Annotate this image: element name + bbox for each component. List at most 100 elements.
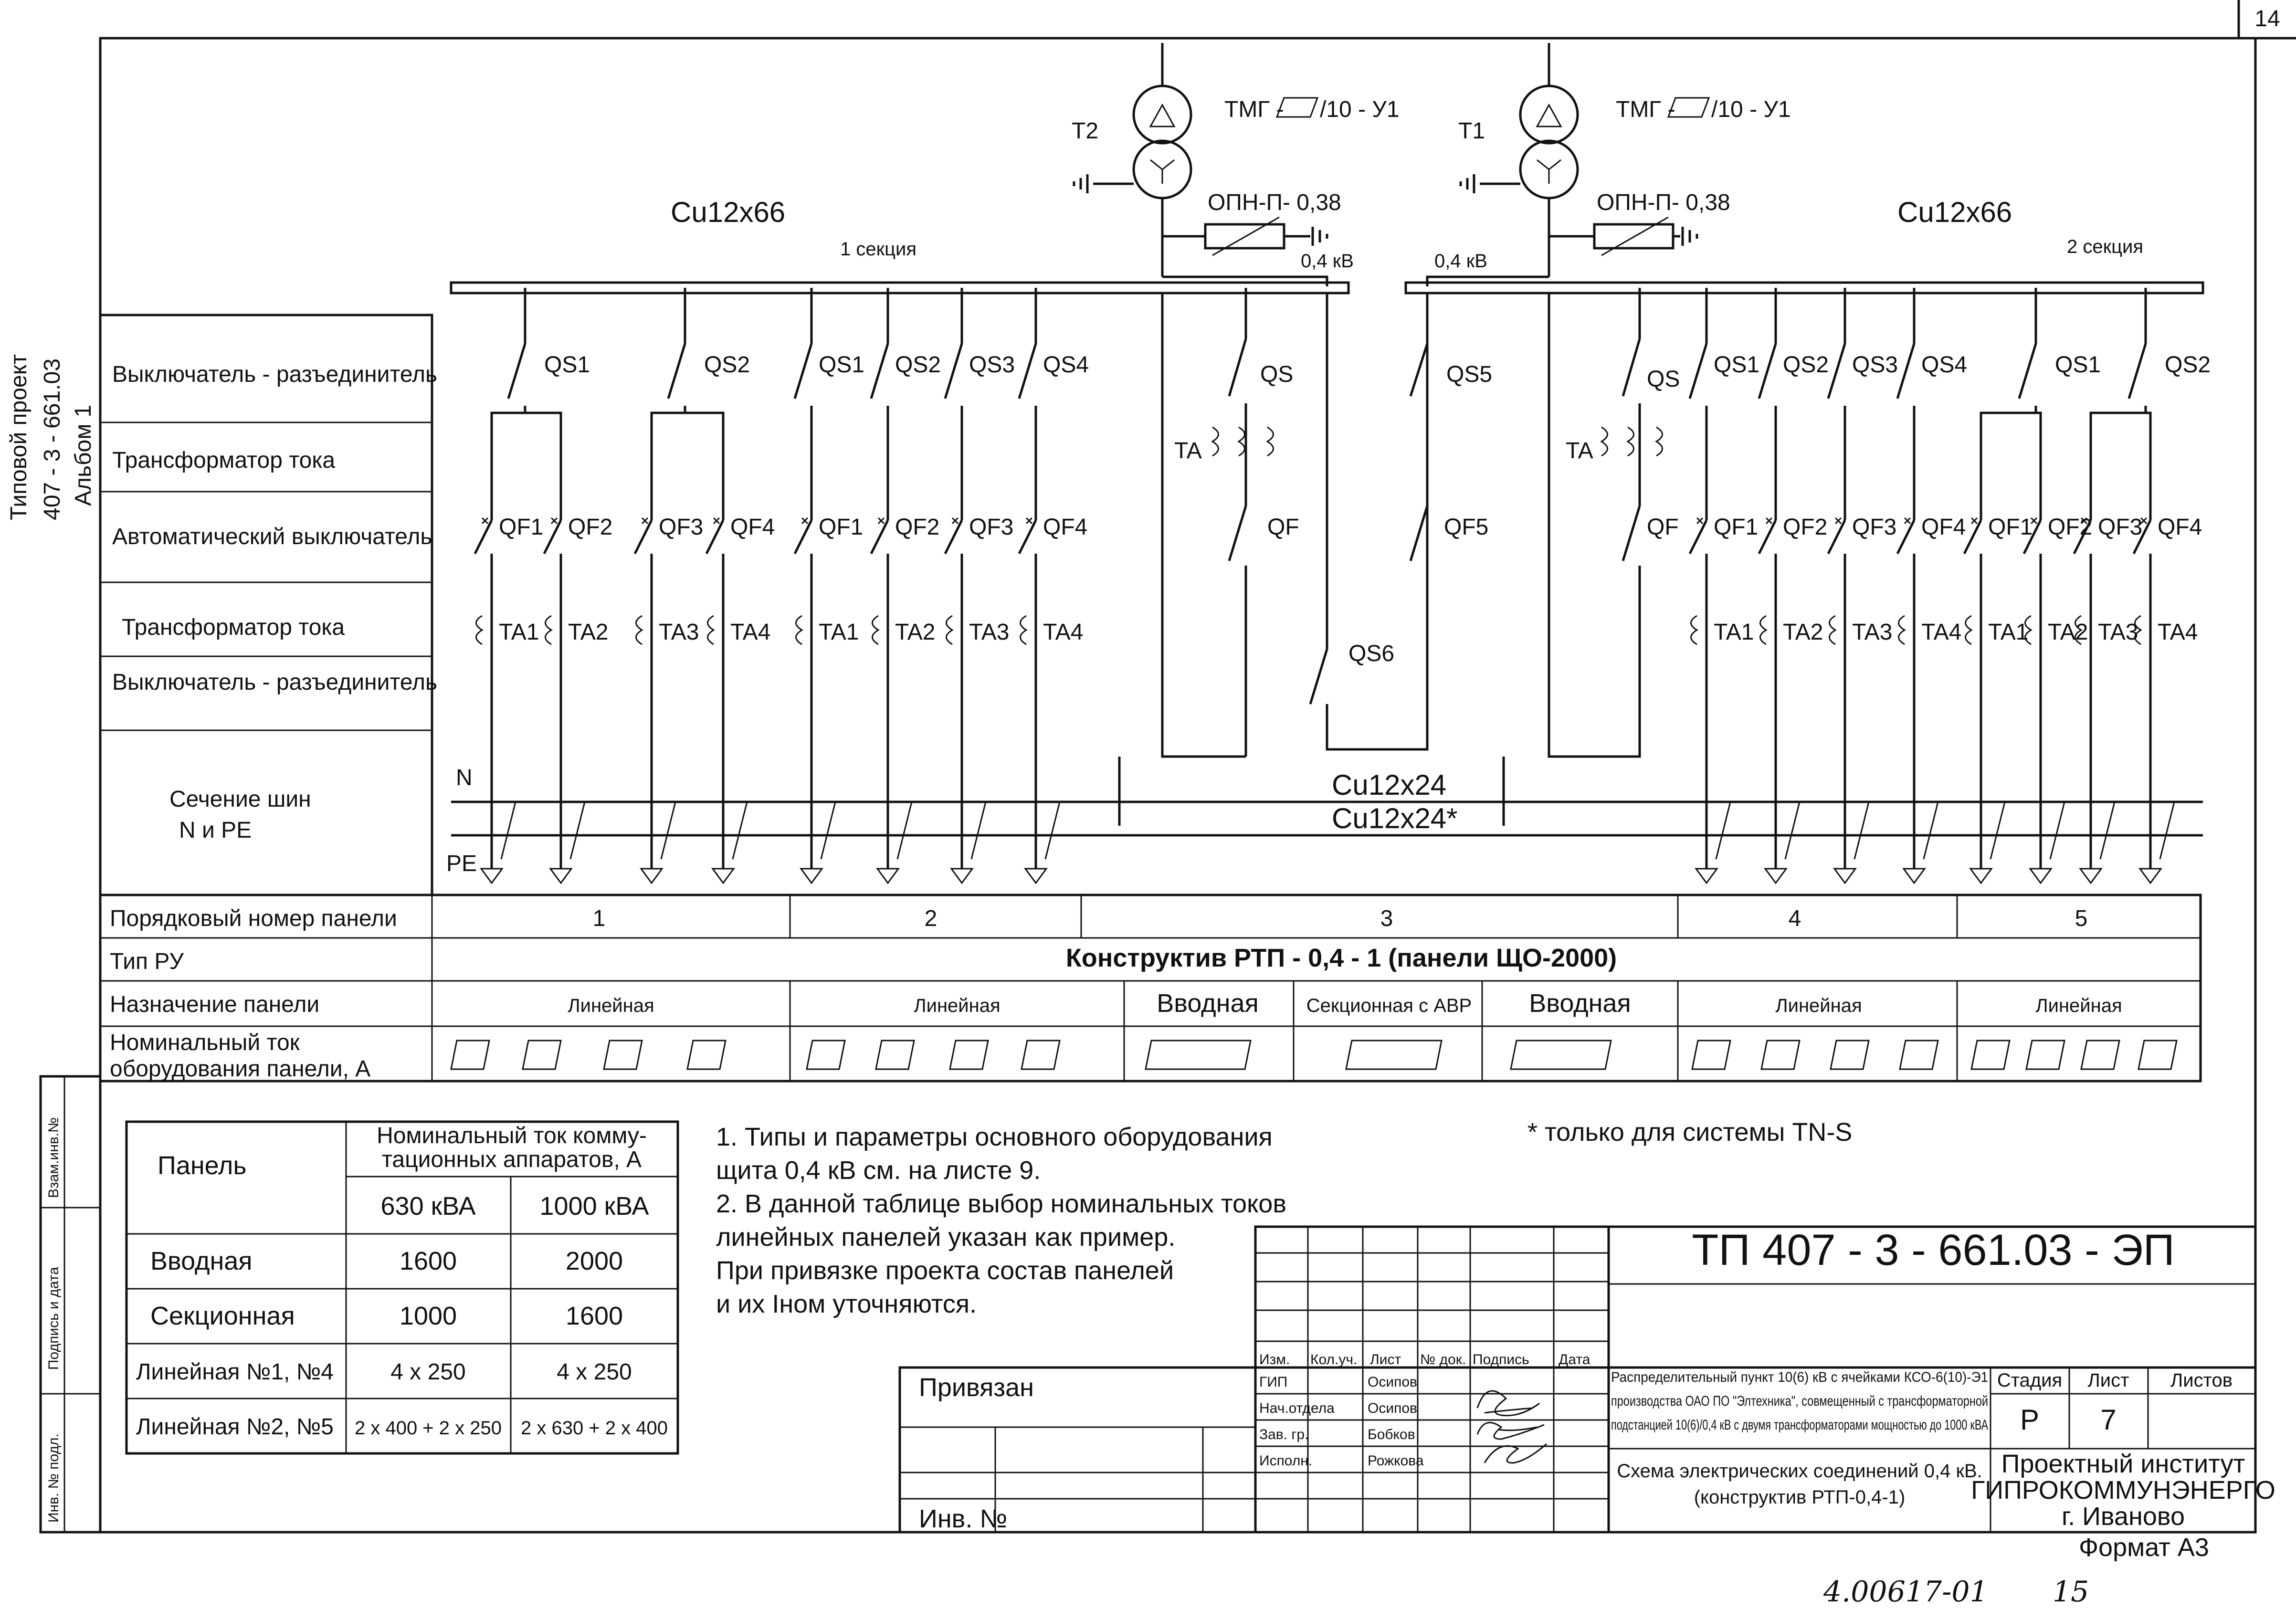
ru-type-value: Конструктив РТП - 0,4 - 1 (панели ЩО-200… <box>1066 944 1617 972</box>
current-row-3-1000: 4 x 250 <box>557 1359 632 1385</box>
current-cell-left-4 <box>806 1040 846 1070</box>
p4-qs-blade-2 <box>1827 343 1846 399</box>
p4-f2-ground-arrow <box>1764 868 1788 884</box>
p1-f4-ct-coil <box>707 615 715 645</box>
p1-f4-ta-label: TA4 <box>730 620 770 645</box>
p1-f3-ct-coil <box>635 615 643 645</box>
sheet-value: 7 <box>2100 1404 2116 1436</box>
p1-f3-n-tap <box>660 801 676 860</box>
current-col-1000: 1000 кВА <box>540 1192 649 1220</box>
p1a-qs-blade <box>507 343 527 399</box>
p4-qs-blade-1 <box>1758 343 1777 399</box>
t2-type-prefix: ТМГ - <box>1224 97 1284 122</box>
handwritten-archive-number: 4.00617-01 <box>1823 1575 1988 1609</box>
stage-header: Стадия <box>1997 1370 2062 1391</box>
t2-voltage: 0,4 кВ <box>1301 251 1354 272</box>
p4-qs-label-1: QS2 <box>1783 352 1829 378</box>
current-row-1-1000: 2000 <box>566 1247 623 1275</box>
p5b-qs-blade <box>2127 343 2147 399</box>
panel-number-4: 4 <box>1789 906 1801 931</box>
p5-f4-ct-coil <box>2134 615 2142 645</box>
p4-f3-ta-label: TA3 <box>1852 620 1892 645</box>
current-col-head-1: Номинальный ток комму- <box>377 1123 647 1148</box>
desc-line-1: Распределительный пункт 10(6) кВ с ячейк… <box>1611 1369 1988 1385</box>
project-line-2: 407 - 3 - 661.03 <box>40 358 65 520</box>
p5a-qs-blade <box>2018 343 2037 399</box>
page-number: 14 <box>2254 6 2280 32</box>
current-row-4-630: 2 x 400 + 2 x 250 <box>355 1418 502 1439</box>
p2-f2-qf-label: QF2 <box>895 515 939 540</box>
p5-f3-breaker-cross <box>2080 517 2088 525</box>
p5-f4-qf-label: QF4 <box>2158 515 2202 540</box>
p2-f4-ta-label: TA4 <box>1043 620 1083 645</box>
row-nominal-current-1: Номинальный ток <box>110 1030 300 1055</box>
p4-f1-ground-arrow <box>1695 868 1718 884</box>
p1-f3-qf-label: QF3 <box>659 515 703 540</box>
p2-qs-label-1: QS2 <box>895 352 941 378</box>
p1-f2-n-tap <box>569 801 586 860</box>
current-cells <box>450 1040 2178 1070</box>
p4-f4-ct-coil <box>1898 615 1906 645</box>
p2-f1-ct-coil <box>795 615 803 645</box>
current-col-630: 630 кВА <box>381 1192 476 1220</box>
p4-f1-n-tap <box>1715 801 1731 860</box>
p1-f1-breaker-blade <box>474 519 493 555</box>
side-project-label: Типовой проект 407 - 3 - 661.03 Альбом 1 <box>6 354 96 520</box>
qs6-label: QS6 <box>1348 641 1394 666</box>
hdr-list: Лист <box>1370 1352 1401 1368</box>
current-row-1-name: Вводная <box>150 1247 253 1275</box>
p1-f3-breaker-blade <box>633 519 653 555</box>
p5-f1-n-tap <box>1990 801 2006 860</box>
sectional-circuit: QS6 QS5 QF5 <box>1309 293 1492 751</box>
current-cell-right-5 <box>2025 1040 2065 1070</box>
p4-qs-label-3: QS4 <box>1921 352 1967 378</box>
inv-label: Инв. № <box>919 1504 1007 1533</box>
current-cell-left-3 <box>686 1040 727 1070</box>
incomer-right: QS TA QF <box>1502 288 1680 826</box>
current-row-4-name: Линейная №2, №5 <box>136 1414 334 1440</box>
current-cell-sectional <box>1345 1040 1443 1070</box>
p1-f3-breaker-cross <box>641 517 649 525</box>
current-col-head-2: тационных аппаратов, А <box>382 1147 642 1172</box>
p4-f3-qf-label: QF3 <box>1852 515 1896 540</box>
p1-f1-qf-label: QF1 <box>499 515 543 540</box>
scheme-line-1: Схема электрических соединений 0,4 кВ. <box>1617 1461 1982 1482</box>
role-head: Нач.отдела <box>1259 1400 1335 1416</box>
role-executor: Исполн. <box>1259 1453 1312 1469</box>
hdr-date: Дата <box>1559 1352 1590 1368</box>
p5-f4-breaker-cross <box>2140 517 2148 525</box>
p1-f2-breaker-blade <box>543 519 562 555</box>
p5-f3-qf-label: QF3 <box>2098 515 2142 540</box>
t1-opn: ОПН-П- 0,38 <box>1597 190 1730 215</box>
main-busbars: Cu12x66 1 секция Cu12x66 2 секция <box>450 196 2204 295</box>
p2-f2-ct-coil <box>872 615 880 645</box>
p2-f1-n-tap <box>820 801 836 860</box>
purpose-sectional: Секционная с АВР <box>1306 995 1472 1016</box>
sheet-header: Лист <box>2088 1370 2129 1391</box>
p4-f3-breaker-cross <box>1834 517 1842 525</box>
p1-f3-ground-arrow <box>640 868 664 884</box>
privyazan-label: Привязан <box>919 1373 1034 1402</box>
p1b-qs-blade <box>667 343 686 399</box>
p2-f1-ta-label: TA1 <box>819 620 859 645</box>
doc-code: ТП 407 - 3 - 661.03 - ЭП <box>1692 1226 2174 1274</box>
pe-bus-label: Cu12x24* <box>1332 802 1458 834</box>
role-group: Зав. гр. <box>1259 1427 1308 1442</box>
p4-f2-n-tap <box>1784 801 1801 860</box>
row-label-switch-2: Выключатель - разъединитель <box>112 670 437 695</box>
p2-f1-breaker-blade <box>793 519 813 555</box>
p5-f1-breaker-cross <box>1970 517 1978 525</box>
p2-qs-blade-2 <box>944 343 963 399</box>
p2-f3-ct-coil <box>946 615 954 645</box>
p2-f4-breaker-cross <box>1025 517 1033 525</box>
row-label-ct-2: Трансформатор тока <box>122 615 345 640</box>
name-group: Бобков <box>1368 1427 1415 1442</box>
p5-f2-n-tap <box>2049 801 2065 860</box>
p5-f2-ta-label: TA2 <box>2048 620 2088 645</box>
project-line-1: Типовой проект <box>6 354 32 520</box>
p2-f4-ground-arrow <box>1024 868 1048 884</box>
qf5-label: QF5 <box>1444 515 1488 540</box>
p5-f3-breaker-blade <box>2073 519 2092 555</box>
p4-f2-ct-coil <box>1759 615 1768 645</box>
